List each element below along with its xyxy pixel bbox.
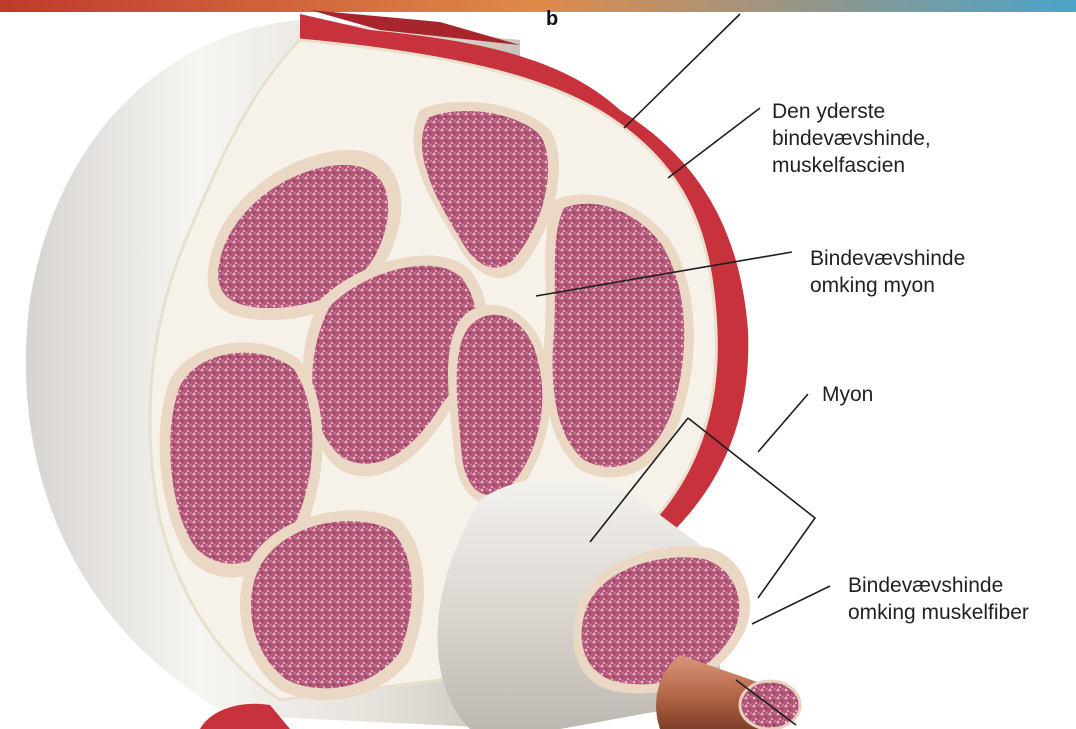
label-myon: Myon <box>822 381 873 408</box>
figure-panel-letter: b <box>546 8 558 31</box>
label-fiber-sheath: Bindevævshinde omking muskelfiber <box>848 572 1029 626</box>
label-fascia: Den yderste bindevævshinde, muskelfascie… <box>772 98 931 179</box>
top-photo-band <box>0 0 1076 12</box>
label-myon-sheath: Bindevævshinde omking myon <box>810 245 965 299</box>
